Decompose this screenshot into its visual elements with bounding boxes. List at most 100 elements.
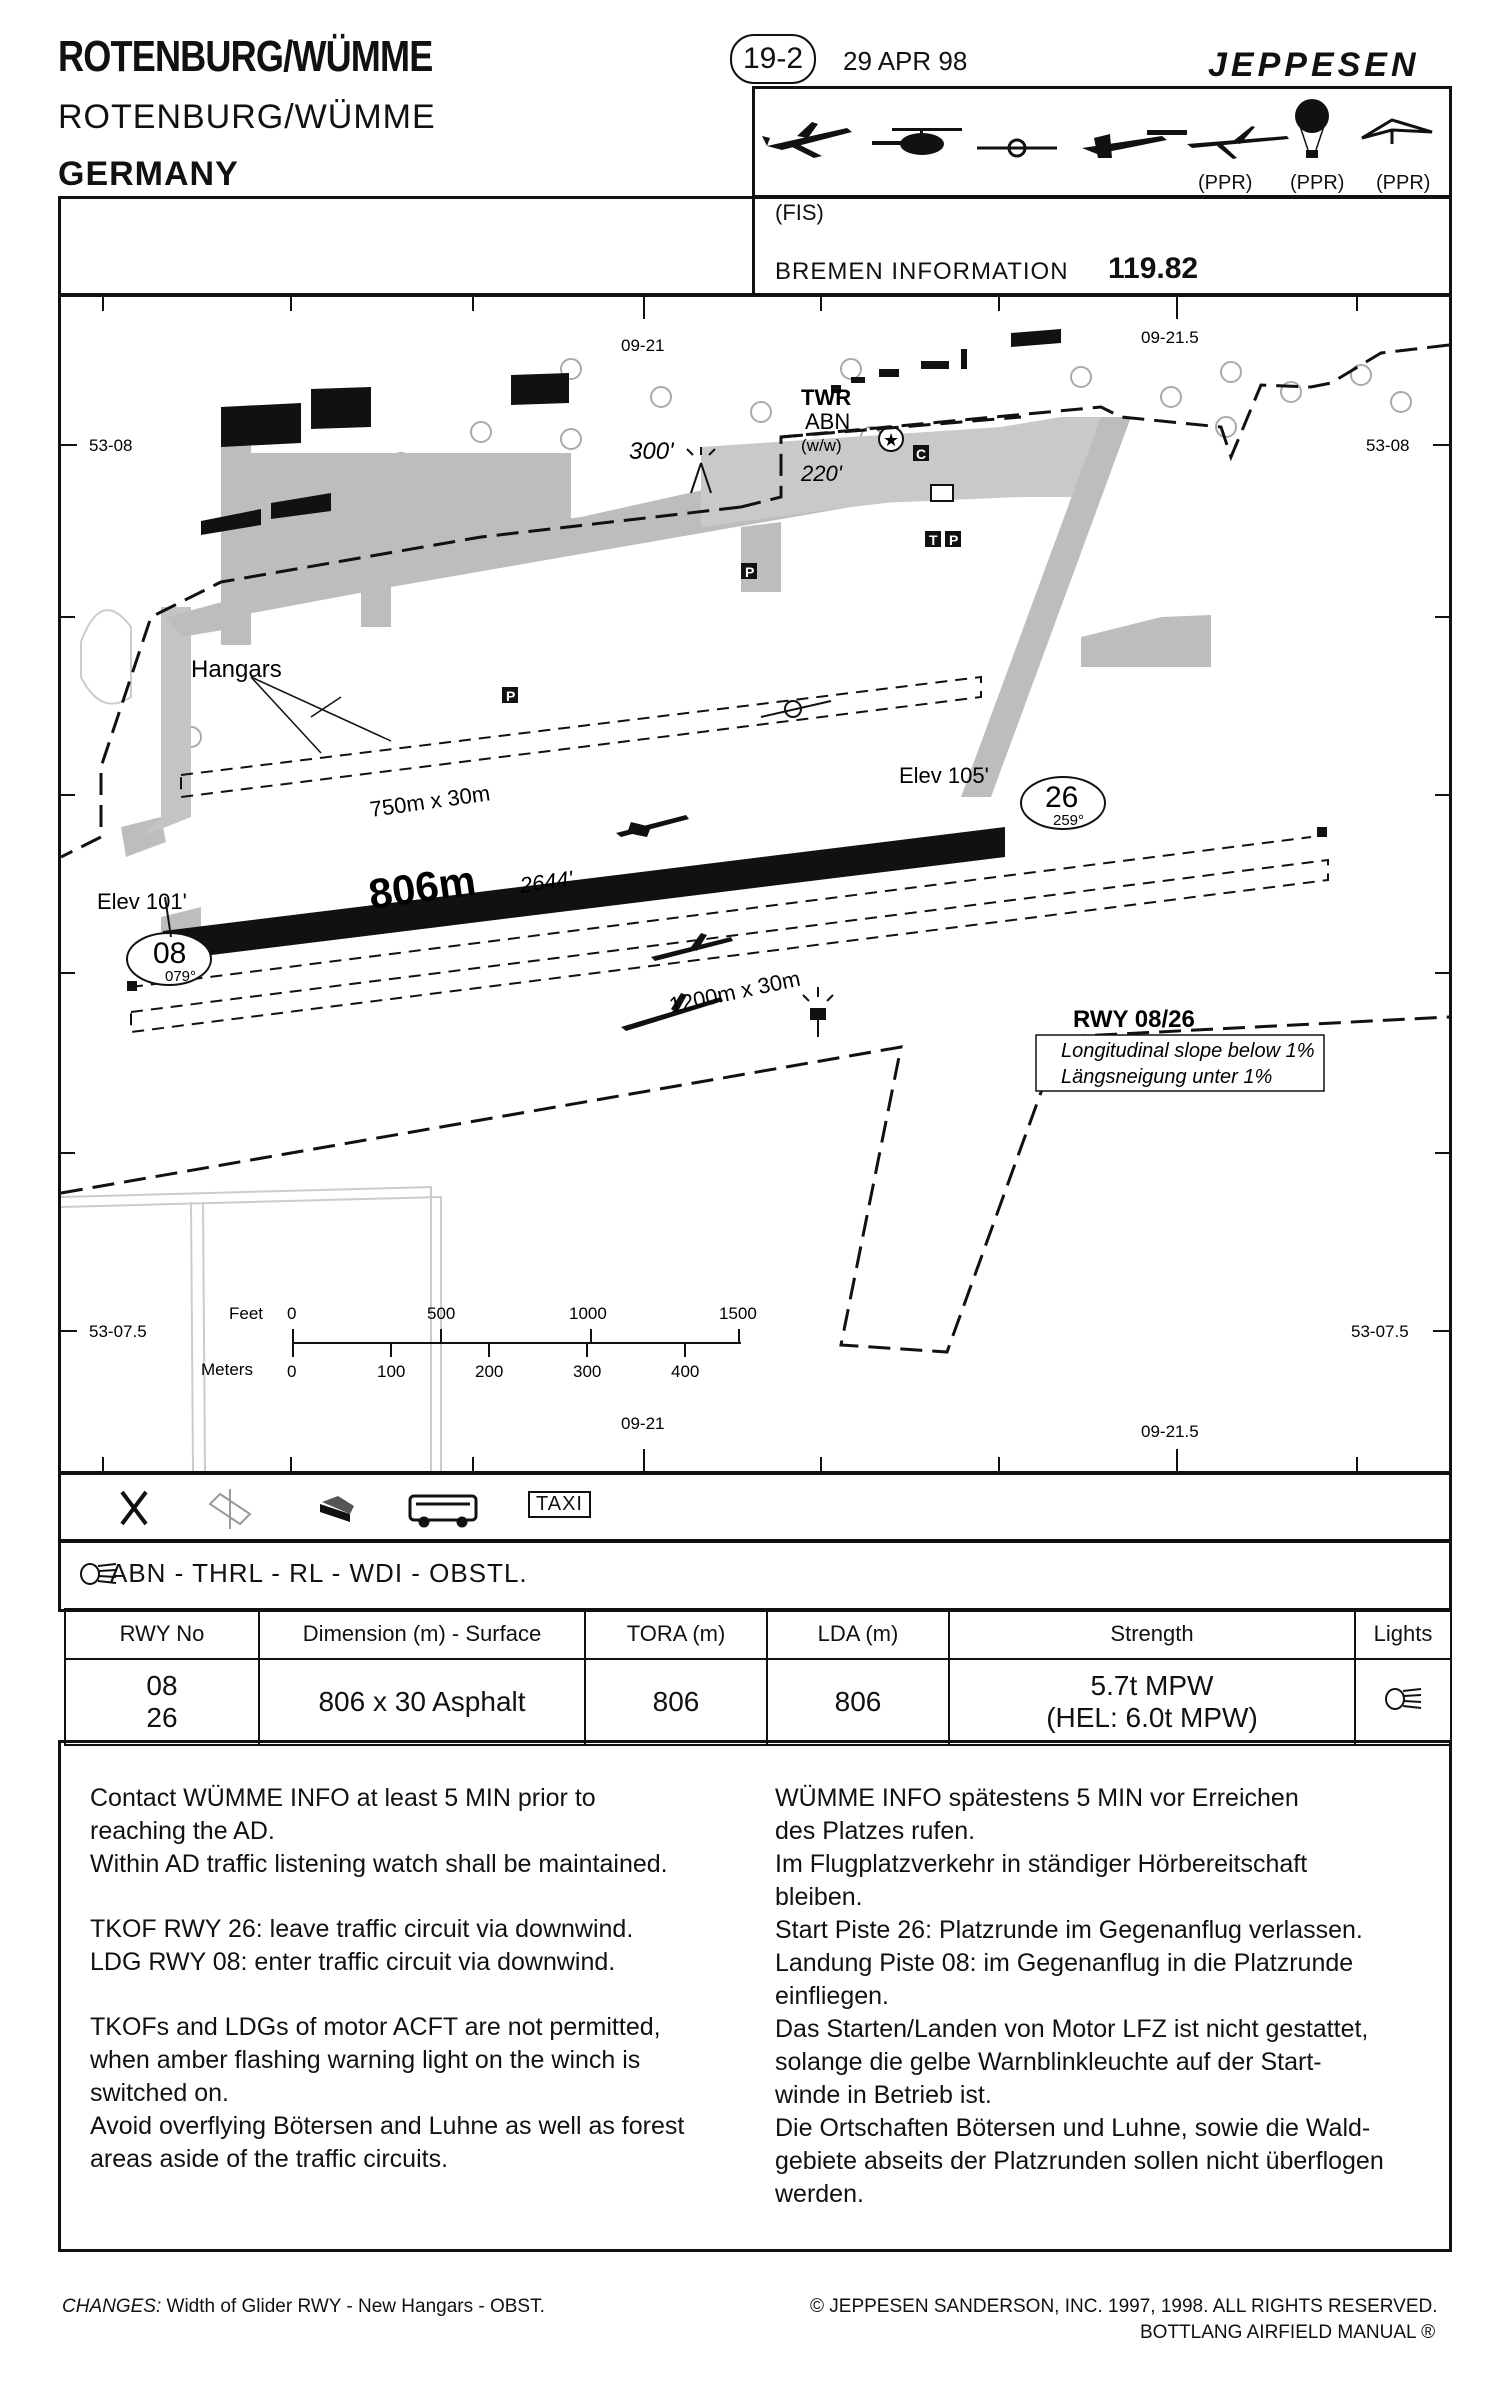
scale-feet-500: 500 (427, 1304, 455, 1323)
abn-color-label: (w/w) (801, 436, 842, 455)
lat-top-left: 53-08 (89, 436, 132, 455)
scale-feet-1000: 1000 (569, 1304, 607, 1323)
lighting-summary: ABN - THRL - RL - WDI - OBSTL. (110, 1558, 528, 1588)
lon-top-left: 09-21 (621, 336, 664, 355)
airport-country: GERMANY (58, 155, 239, 193)
glider-runway-upper (180, 675, 982, 799)
manual-name: BOTTLANG AIRFIELD MANUAL ® (1140, 2322, 1436, 2343)
scale-m-200: 200 (475, 1362, 503, 1381)
airport-diagram: P P T P C ★ TWR ABN (w/w) 220' 300' (58, 294, 1452, 1474)
notes-english: Contact WÜMME INFO at least 5 MIN prior … (90, 1782, 750, 2176)
scale-m-400: 400 (671, 1362, 699, 1381)
roads (61, 609, 442, 1471)
rwy-info-box (1035, 1034, 1325, 1092)
tower-symbol: ★ (878, 426, 904, 452)
grid-ticks (61, 297, 1449, 1471)
cell-dimension: 806 x 30 Asphalt (258, 1658, 586, 1746)
bus-icon (408, 1494, 478, 1528)
rwy-08: 08 (146, 1670, 178, 1701)
facility-markers: P P T P C (502, 445, 961, 704)
comms-frequency: 119.82 (1108, 252, 1199, 285)
motorglider-icon (1082, 130, 1187, 158)
note-en-line: Contact WÜMME INFO at least 5 MIN prior … (90, 1784, 596, 1812)
svg-text:P: P (506, 688, 515, 704)
glider-icon (1187, 126, 1289, 159)
scale-feet-0: 0 (287, 1304, 296, 1323)
airport-city: ROTENBURG/WÜMME (58, 98, 436, 136)
cell-rwy: 08 26 (64, 1658, 260, 1746)
svg-text:P: P (745, 564, 754, 580)
lat-top-right: 53-08 (1366, 436, 1409, 455)
note-en-line: switched on. (90, 2079, 229, 2107)
note-de-line: Das Starten/Landen von Motor LFZ ist nic… (775, 2015, 1369, 2043)
building-ne (1011, 329, 1061, 347)
ppr-label-hangglider: (PPR) (1376, 172, 1431, 194)
note-en-line: areas aside of the traffic circuits. (90, 2145, 449, 2173)
main-runway (163, 827, 1005, 961)
note-de-line: Start Piste 26: Platzrunde im Gegenanflu… (775, 1916, 1363, 1944)
chart-number: 19-2 (730, 34, 816, 84)
hangar-east (511, 373, 569, 405)
traffic-icons (762, 99, 1433, 159)
note-en-line: when amber flashing warning light on the… (90, 2046, 641, 2074)
note-en-line: Avoid overflying Bötersen and Luhne as w… (90, 2112, 685, 2140)
chart-date: 29 APR 98 (843, 46, 968, 76)
wind-indicator-icon (802, 987, 834, 1037)
lat-bottom-right: 53-07.5 (1351, 1322, 1409, 1341)
cell-lda: 806 (766, 1658, 950, 1746)
note-de-line: Im Flugplatzverkehr in ständiger Hörbere… (775, 1850, 1308, 1878)
rwy-info-title: RWY 08/26 (1073, 1006, 1195, 1033)
note-de-line: des Platzes rufen. (775, 1817, 976, 1845)
jeppesen-logo: JEPPESEN (1208, 46, 1420, 84)
fuel-icon (320, 1496, 354, 1522)
copyright: © JEPPESEN SANDERSON, INC. 1997, 1998. A… (810, 2296, 1438, 2317)
restaurant-icon (120, 1490, 148, 1526)
elevation-east: Elev 105' (899, 763, 989, 788)
scale-m-300: 300 (573, 1362, 601, 1381)
rwy-info-german: Längsneigung unter 1% (1061, 1066, 1272, 1088)
glider-rwy-end-marker-east (1317, 827, 1327, 837)
scale-meters-label: Meters (201, 1360, 253, 1379)
rwy-info-english: Longitudinal slope below 1% (1061, 1040, 1315, 1062)
airport-map: P P T P C ★ TWR ABN (w/w) 220' 300' (61, 297, 1449, 1471)
rwy-26: 26 (146, 1702, 178, 1733)
coordinate-labels: 09-21 09-21.5 09-21 09-21.5 53-08 53-08 … (89, 328, 1409, 1441)
note-en-line: reaching the AD. (90, 1817, 275, 1845)
airport-title: ROTENBURG/WÜMME (58, 32, 433, 81)
glider-rwy-end-marker-west (127, 981, 137, 991)
ppr-label-glider: (PPR) (1198, 172, 1253, 194)
fis-label: (FIS) (775, 200, 824, 225)
changes-text: Width of Glider RWY - New Hangars - OBST… (166, 2296, 545, 2317)
cell-strength: 5.7t MPW (HEL: 6.0t MPW) (948, 1658, 1356, 1746)
airport-boundary (61, 343, 1449, 1354)
cell-tora: 806 (584, 1658, 768, 1746)
comms-divider (752, 196, 755, 296)
changes-label: CHANGES: (62, 2296, 162, 2317)
lights-icon (80, 1563, 117, 1585)
col-dimension: Dimension (m) - Surface (258, 1608, 586, 1660)
note-de-line: WÜMME INFO spätestens 5 MIN vor Erreiche… (775, 1784, 1299, 1812)
notes-box (58, 1740, 1452, 2252)
buildings (201, 329, 1061, 535)
note-de-line: Die Ortschaften Bötersen und Luhne, sowi… (775, 2114, 1371, 2142)
rwy08-label: 08 (153, 937, 186, 970)
hangars-label: Hangars (191, 656, 282, 683)
lights-icon (1385, 1687, 1422, 1710)
scale-feet-label: Feet (229, 1304, 263, 1323)
comms-box (58, 196, 1452, 296)
glider-runway-lower (130, 836, 1329, 1034)
twr-label: TWR (801, 385, 851, 410)
ultralight-symbol (760, 700, 832, 718)
col-lights: Lights (1354, 1608, 1452, 1660)
star-icon: ★ (883, 430, 899, 450)
rwy08-heading: 079° (165, 968, 196, 985)
note-de-line: einfliegen. (775, 1982, 889, 2010)
strength-mpw: 5.7t MPW (1090, 1670, 1214, 1701)
runway-table: RWY No Dimension (m) - Surface TORA (m) … (64, 1608, 1452, 1746)
changes-line: CHANGES: Width of Glider RWY - New Hanga… (62, 2296, 545, 2318)
new-hangar-1 (201, 509, 261, 535)
col-lda: LDA (m) (766, 1608, 950, 1660)
note-de-line: Landung Piste 08: im Gegenanflug in die … (775, 1949, 1354, 1977)
note-en-line: TKOF RWY 26: leave traffic circuit via d… (90, 1915, 634, 1943)
strength-hel: (HEL: 6.0t MPW) (1046, 1702, 1258, 1733)
